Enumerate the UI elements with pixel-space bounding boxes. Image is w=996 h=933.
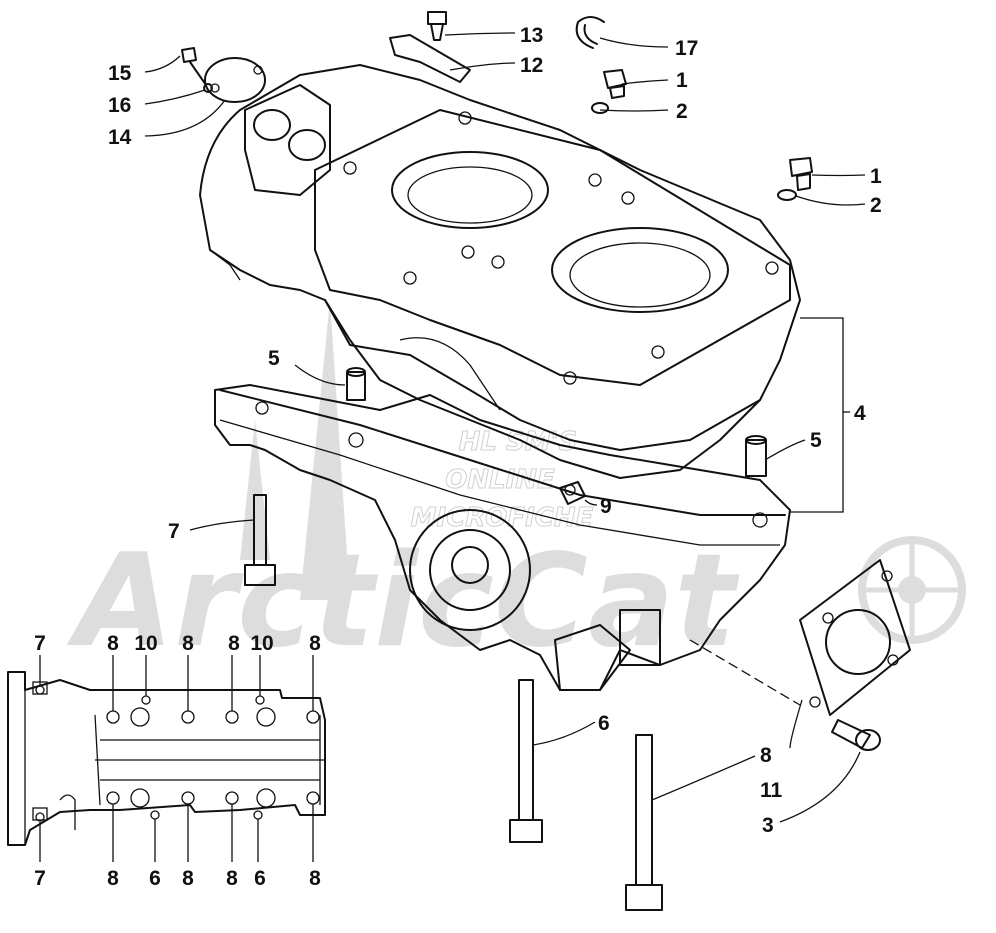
inset-bottom-label: 8 (107, 867, 119, 890)
callout-12: 12 (520, 54, 543, 77)
inset-top-label: 8 (309, 632, 321, 655)
inset-bottom-label: 7 (34, 867, 46, 890)
part-3-bolt (831, 719, 881, 751)
callout-16: 16 (108, 94, 131, 117)
callout-1-top: 1 (676, 69, 688, 92)
part-14-cover (204, 57, 266, 103)
callout-6: 6 (598, 712, 610, 735)
callout-1-right: 1 (870, 165, 882, 188)
inset-top-labels: 7 8 10 8 8 10 8 (34, 632, 321, 655)
callout-labels: 13 17 12 15 1 16 2 14 1 2 5 4 5 9 7 6 8 … (108, 24, 882, 837)
bolt-pattern-inset: 7 8 10 8 8 10 8 7 8 8 6 8 8 6 8 (7, 632, 326, 890)
watermark: ArcticCat (66, 300, 966, 676)
watermark-text: HL SM'S ONLINE MICROFICHE (410, 427, 594, 534)
part-5b-dowel (745, 435, 767, 477)
part-6-bolt (509, 679, 543, 843)
watermark-brand: ArcticCat (66, 527, 740, 676)
part-11-gasket-plate (799, 559, 911, 716)
callout-5-right: 5 (810, 429, 822, 452)
callout-9: 9 (600, 495, 612, 518)
callout-7: 7 (168, 520, 180, 543)
part-17-clip (575, 16, 605, 49)
part-1b-plug (789, 157, 813, 191)
part-16-washer (203, 83, 213, 93)
callout-14: 14 (108, 126, 132, 149)
inset-bottom-label: 8 (309, 867, 321, 890)
inset-bottom-label: 6 (149, 867, 161, 890)
callout-11: 11 (760, 779, 783, 802)
inset-bolt-holes (35, 685, 320, 822)
part-2b-washer (777, 189, 797, 201)
deck-holes (343, 111, 779, 385)
inset-top-label: 10 (134, 632, 157, 655)
inset-top-label: 10 (250, 632, 273, 655)
part-13-bolt (427, 11, 447, 41)
assembly-axis-line (689, 639, 801, 706)
callout-2-right: 2 (870, 194, 882, 217)
watermark-line-3: MICROFICHE (411, 503, 594, 533)
inset-top-label: 8 (228, 632, 240, 655)
inset-bottom-labels: 7 8 8 6 8 8 6 8 (34, 867, 321, 890)
inset-top-label: 8 (107, 632, 119, 655)
callout-5-left: 5 (268, 347, 280, 370)
part-15-screw (181, 47, 207, 86)
lower-crankcase (214, 384, 791, 691)
inset-bottom-label: 8 (226, 867, 238, 890)
inset-leaders (39, 655, 314, 862)
inset-bottom-label: 8 (182, 867, 194, 890)
part-5a-dowel (346, 367, 366, 401)
callout-2-top: 2 (676, 100, 688, 123)
callout-17: 17 (675, 37, 698, 60)
part-9-nut (559, 481, 586, 505)
part-8-bolt (625, 734, 663, 911)
inset-bottom-label: 6 (254, 867, 266, 890)
part-2a-washer (591, 102, 609, 114)
part-7-bolt (244, 494, 276, 586)
callout-4: 4 (854, 402, 866, 425)
inset-top-label: 8 (182, 632, 194, 655)
callout-3: 3 (762, 814, 774, 837)
part-12-plate (389, 34, 471, 83)
callout-13: 13 (520, 24, 543, 47)
inset-top-label: 7 (34, 632, 46, 655)
callout-15: 15 (108, 62, 132, 85)
leader-lines (144, 32, 866, 823)
callout-8: 8 (760, 744, 772, 767)
upper-crankcase (199, 64, 801, 479)
